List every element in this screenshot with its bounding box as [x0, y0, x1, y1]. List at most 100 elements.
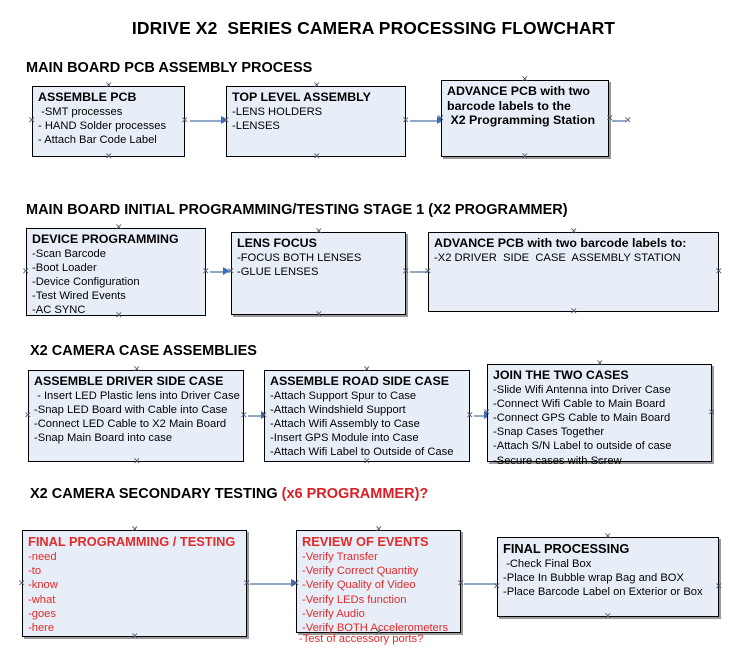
connection-handle-left[interactable]: [18, 580, 25, 587]
node-assemble-driver-side-case[interactable]: ASSEMBLE DRIVER SIDE CASE - Insert LED P…: [28, 370, 244, 462]
node-join-the-two-cases[interactable]: JOIN THE TWO CASES -Slide Wifi Antenna i…: [487, 364, 712, 467]
node-final-programming-testing[interactable]: FINAL PROGRAMMING / TESTING -need -to -k…: [22, 530, 247, 637]
connection-handle-right[interactable]: [202, 268, 209, 275]
connection-handle-bottom[interactable]: [363, 458, 370, 465]
section-heading-x2-camera-secondary-testing: X2 CAMERA SECONDARY TESTING (x6 PROGRAMM…: [30, 486, 428, 502]
node-line: -Attach Support Spur to Case: [270, 389, 417, 402]
node-final-processing[interactable]: FINAL PROCESSING -Check Final Box -Place…: [497, 537, 719, 617]
connection-handle-right[interactable]: [715, 268, 722, 275]
connector-line: [474, 415, 486, 417]
node-line: -what: [28, 593, 56, 606]
connection-handle-left[interactable]: [424, 268, 431, 275]
node-line: -LENSES: [232, 119, 280, 132]
node-title: FINAL PROCESSING: [503, 541, 630, 556]
section-heading-accent: (x6 PROGRAMMER)?: [281, 486, 429, 502]
connection-handle-bottom[interactable]: [133, 458, 140, 465]
connection-handle-right[interactable]: [181, 117, 188, 124]
connection-handle-left[interactable]: [292, 580, 299, 587]
connection-handle-right[interactable]: [466, 412, 473, 419]
connection-handle-top[interactable]: [375, 526, 382, 533]
connection-handle-top[interactable]: [133, 366, 140, 373]
connector-line: [410, 120, 438, 122]
connection-handle-left[interactable]: [493, 583, 500, 590]
connection-handle-top[interactable]: [363, 366, 370, 373]
connection-handle-right[interactable]: [457, 580, 464, 587]
node-line: -Verify Correct Quantity: [302, 565, 419, 578]
connection-handle-right[interactable]: [715, 583, 722, 590]
connection-handle-top[interactable]: [115, 224, 122, 231]
node-title: ASSEMBLE DRIVER SIDE CASE: [34, 374, 224, 388]
connection-handle-bottom[interactable]: [105, 153, 112, 160]
section-heading-text: X2 CAMERA CASE ASSEMBLIES: [30, 343, 257, 359]
node-line: - HAND Solder processes: [38, 119, 167, 132]
node-advance-pcb-to-x2-programming-station[interactable]: ADVANCE PCB with two barcode labels to t…: [441, 80, 609, 157]
node-line: -Attach Wifi Label to Outside of Case: [270, 446, 454, 459]
connection-handle-top[interactable]: [596, 360, 603, 367]
node-line: -Slide Wifi Antenna into Driver Case: [493, 383, 671, 396]
node-device-programming[interactable]: DEVICE PROGRAMMING -Scan Barcode -Boot L…: [26, 228, 206, 316]
connection-handle-top[interactable]: [604, 533, 611, 540]
connection-handle-right[interactable]: [243, 580, 250, 587]
section-heading-main-board-initial-programming: MAIN BOARD INITIAL PROGRAMMING/TESTING S…: [26, 202, 568, 218]
connection-handle-left[interactable]: [222, 117, 229, 124]
connection-handle-left[interactable]: [483, 409, 490, 416]
node-overflow-line: -Test of accessory ports?: [299, 633, 424, 645]
section-heading-text: MAIN BOARD INITIAL PROGRAMMING/TESTING S…: [26, 202, 568, 218]
node-line: -Boot Loader: [32, 261, 97, 274]
connection-handle-endpoint[interactable]: [624, 117, 631, 124]
node-advance-pcb-to-driver-side-case-station[interactable]: ADVANCE PCB with two barcode labels to: …: [428, 232, 719, 312]
connection-handle-bottom[interactable]: [596, 458, 603, 465]
node-line: -Attach Wifi Assembly to Case: [270, 417, 420, 430]
node-line: -Check Final Box: [503, 558, 592, 570]
connection-handle-right[interactable]: [240, 412, 247, 419]
node-line: -Attach Windshield Support: [270, 403, 406, 416]
connection-handle-top[interactable]: [570, 228, 577, 235]
connection-handle-left[interactable]: [24, 412, 31, 419]
node-top-level-assembly[interactable]: TOP LEVEL ASSEMBLY -LENS HOLDERS -LENSES: [226, 86, 406, 157]
node-line: -here: [28, 622, 55, 635]
node-line: -Verify LEDs function: [302, 593, 407, 606]
connection-handle-right[interactable]: [402, 268, 409, 275]
connection-handle-bottom[interactable]: [313, 153, 320, 160]
node-review-of-events[interactable]: REVIEW OF EVENTS -Verify Transfer -Verif…: [296, 530, 461, 634]
node-lens-focus[interactable]: LENS FOCUS -FOCUS BOTH LENSES -GLUE LENS…: [231, 232, 406, 315]
connection-handle-top[interactable]: [313, 82, 320, 89]
node-line: -Snap LED Board with Cable into Case: [34, 403, 228, 416]
connection-handle-bottom[interactable]: [604, 613, 611, 620]
node-assemble-road-side-case[interactable]: ASSEMBLE ROAD SIDE CASE -Attach Support …: [264, 370, 470, 462]
node-line: -Scan Barcode: [32, 247, 107, 260]
node-line: -Snap Cases Together: [493, 426, 605, 439]
node-line: - Insert LED Plastic lens into Driver Ca…: [34, 389, 240, 402]
connection-handle-bottom[interactable]: [375, 629, 382, 636]
connection-handle-bottom[interactable]: [131, 633, 138, 640]
node-title: ASSEMBLE PCB: [38, 90, 137, 104]
node-line: -GLUE LENSES: [237, 265, 319, 278]
connection-handle-right[interactable]: [402, 117, 409, 124]
node-assemble-pcb[interactable]: ASSEMBLE PCB -SMT processes - HAND Solde…: [32, 86, 185, 157]
node-line: -to: [28, 565, 42, 578]
node-line: -Connect Wifi Cable to Main Board: [493, 397, 666, 410]
page-title: IDRIVE X2 SERIES CAMERA PROCESSING FLOWC…: [131, 18, 616, 38]
node-line: -Device Configuration: [32, 275, 140, 288]
connection-handle-bottom[interactable]: [315, 311, 322, 318]
connection-handle-left[interactable]: [227, 268, 234, 275]
connection-handle-top[interactable]: [105, 82, 112, 89]
connection-handle-top[interactable]: [315, 228, 322, 235]
connection-handle-bottom[interactable]: [521, 153, 528, 160]
connection-handle-right[interactable]: [708, 409, 715, 416]
node-line: X2 Programming Station: [447, 113, 596, 127]
connection-handle-left[interactable]: [22, 268, 29, 275]
connection-handle-bottom[interactable]: [115, 312, 122, 319]
connection-handle-top[interactable]: [131, 526, 138, 533]
node-line: -Verify Audio: [302, 607, 365, 620]
node-line: -Verify Transfer: [302, 551, 378, 563]
connection-handle-bottom[interactable]: [570, 308, 577, 315]
connection-handle-left[interactable]: [437, 115, 444, 122]
connection-handle-top[interactable]: [521, 76, 528, 83]
node-title: TOP LEVEL ASSEMBLY: [232, 90, 371, 104]
node-line: -know: [28, 579, 58, 592]
node-line: - Attach Bar Code Label: [38, 133, 157, 146]
connection-handle-left[interactable]: [260, 412, 267, 419]
node-line: -Place In Bubble wrap Bag and BOX: [503, 572, 684, 585]
connection-handle-left[interactable]: [28, 117, 35, 124]
